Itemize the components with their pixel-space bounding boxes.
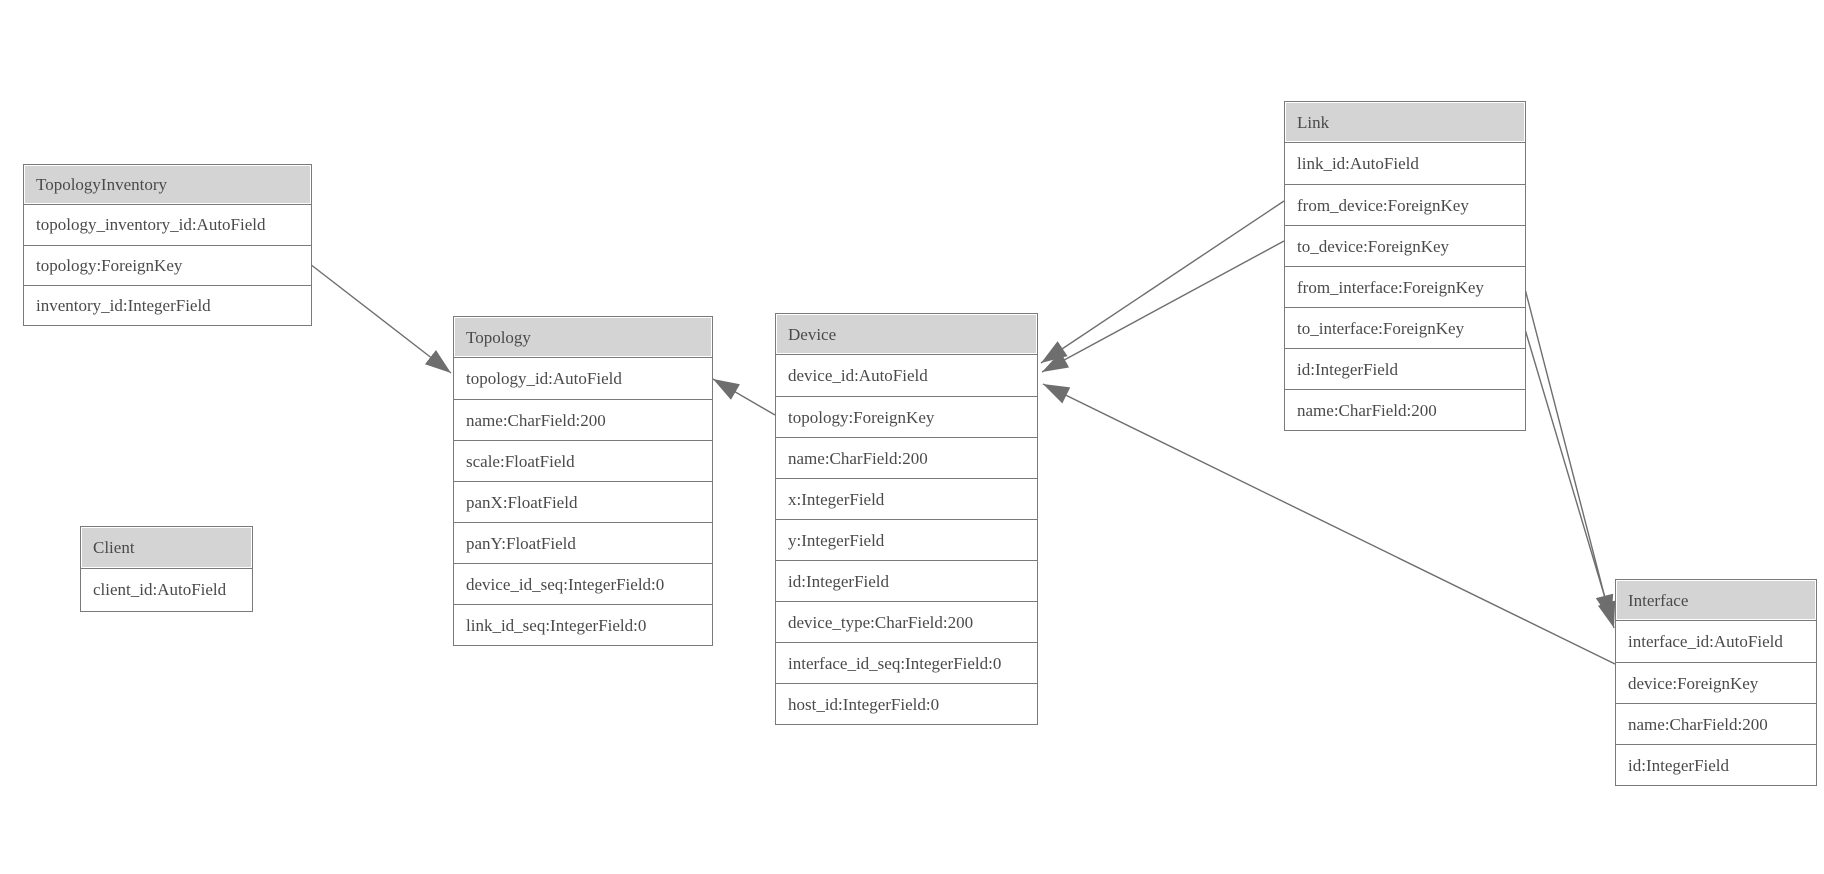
entity-title: Interface	[1616, 580, 1816, 621]
entity-topology: Topology topology_id:AutoField name:Char…	[453, 316, 713, 646]
entity-title: Topology	[454, 317, 712, 358]
field-row: link_id:AutoField	[1297, 154, 1419, 173]
entity-title: Client	[81, 527, 252, 569]
field-row: name:CharField:200	[776, 437, 1037, 478]
field-row: scale:FloatField	[454, 440, 712, 481]
entity-title: Device	[776, 314, 1037, 355]
field-row: topology_id:AutoField	[466, 369, 622, 388]
field-row: to_device:ForeignKey	[1285, 225, 1525, 266]
edge-link-tointerface-interface	[1523, 325, 1616, 629]
field-row: name:CharField:200	[1285, 389, 1525, 430]
field-row: link_id_seq:IntegerField:0	[454, 604, 712, 645]
field-row: panY:FloatField	[454, 522, 712, 563]
edge-device-topology	[712, 378, 776, 416]
field-row: from_device:ForeignKey	[1285, 184, 1525, 225]
field-row: y:IntegerField	[776, 519, 1037, 560]
entity-link: Link link_id:AutoField from_device:Forei…	[1284, 101, 1526, 431]
entity-client: Client client_id:AutoField	[80, 526, 253, 612]
field-row: interface_id:AutoField	[1628, 632, 1783, 651]
entity-interface: Interface interface_id:AutoField device:…	[1615, 579, 1817, 786]
field-row: id:IntegerField	[1616, 744, 1816, 785]
field-row: device_id:AutoField	[788, 366, 928, 385]
edge-link-todevice-device	[1041, 240, 1285, 373]
field-row: topology:ForeignKey	[776, 396, 1037, 437]
field-row: topology_inventory_id:AutoField	[36, 215, 266, 234]
field-row: topology:ForeignKey	[24, 245, 311, 285]
field-row: interface_id_seq:IntegerField:0	[776, 642, 1037, 683]
field-row: device_id_seq:IntegerField:0	[454, 563, 712, 604]
field-row: inventory_id:IntegerField	[24, 285, 311, 325]
field-row: to_interface:ForeignKey	[1285, 307, 1525, 348]
field-row: x:IntegerField	[776, 478, 1037, 519]
field-row: device_type:CharField:200	[776, 601, 1037, 642]
entity-topologyinventory: TopologyInventory topology_inventory_id:…	[23, 164, 312, 326]
field-row: name:CharField:200	[454, 399, 712, 440]
field-row: name:CharField:200	[1616, 703, 1816, 744]
edge-link-frominterface-interface	[1523, 284, 1614, 622]
field-row: client_id:AutoField	[93, 580, 227, 599]
edge-topologyinventory-topology	[309, 263, 452, 374]
field-row: id:IntegerField	[1285, 348, 1525, 389]
field-row: host_id:IntegerField:0	[776, 683, 1037, 724]
entity-title: TopologyInventory	[24, 165, 311, 205]
entity-device: Device device_id:AutoField topology:Fore…	[775, 313, 1038, 725]
field-row: panX:FloatField	[454, 481, 712, 522]
field-row: id:IntegerField	[776, 560, 1037, 601]
field-row: from_interface:ForeignKey	[1285, 266, 1525, 307]
entity-title: Link	[1285, 102, 1525, 143]
field-row: device:ForeignKey	[1616, 662, 1816, 703]
edge-link-fromdevice-device	[1040, 200, 1285, 364]
